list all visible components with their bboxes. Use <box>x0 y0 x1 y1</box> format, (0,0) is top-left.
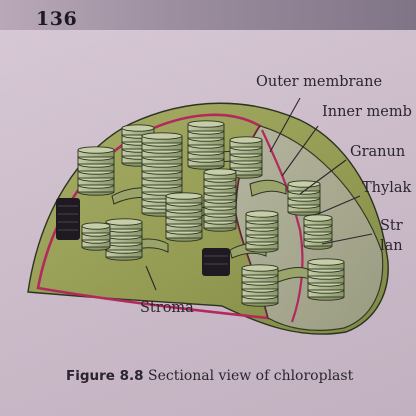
thylakoid-disc-top <box>303 214 333 222</box>
thylakoid-disc-top <box>77 146 115 154</box>
granum-stack <box>303 214 333 250</box>
cut-thylakoid-dark-2 <box>202 248 230 276</box>
caption-text: Sectional view of chloroplast <box>148 368 354 384</box>
label-thylakoid: Thylak <box>362 180 412 196</box>
thylakoid-disc-top <box>203 168 237 176</box>
leader-lines <box>145 97 373 291</box>
granum-stack <box>165 192 203 242</box>
thylakoid-disc-top <box>81 222 111 230</box>
thylakoid-disc-top <box>245 210 279 218</box>
inner-membrane-shape-right <box>261 129 304 323</box>
thylakoid-disc-top <box>105 218 143 226</box>
thylakoid-disc-top <box>121 124 155 132</box>
figure-caption: Figure 8.8 Sectional view of chloroplast <box>66 368 353 384</box>
page-number: 136 <box>36 8 78 30</box>
granum-stack <box>141 132 183 217</box>
caption-figure-number: Figure 8.8 <box>66 368 144 384</box>
thylakoid-disc-top <box>307 258 345 266</box>
granum-stack <box>307 258 345 301</box>
granum-stack <box>81 222 111 251</box>
grana-group <box>77 120 345 307</box>
label-stroma-lamellae-line2: lan <box>380 238 403 254</box>
granum-stack <box>187 120 225 170</box>
page-header-band <box>0 0 416 30</box>
label-stroma: Stroma <box>140 300 194 316</box>
label-stroma-lamellae-line1: Str <box>380 218 403 234</box>
thylakoid-disc-top <box>241 264 279 272</box>
granum-stack <box>241 264 279 307</box>
label-outer-membrane: Outer membrane <box>256 74 383 90</box>
thylakoid-disc-top <box>287 180 321 188</box>
granum-stack <box>245 210 279 253</box>
granum-stack <box>229 136 263 179</box>
thylakoid-disc-top <box>141 132 183 140</box>
thylakoid-disc-top <box>187 120 225 128</box>
granum-stack <box>77 146 115 196</box>
cut-thylakoid-dark-1 <box>56 198 80 240</box>
granum-stack <box>287 180 321 216</box>
label-inner-membrane: Inner memb <box>322 104 412 120</box>
thylakoid-disc-top <box>229 136 263 144</box>
granum-stack <box>105 218 143 261</box>
thylakoid-disc-top <box>165 192 203 200</box>
granum-stack <box>203 168 237 232</box>
label-granum: Granun <box>350 144 406 160</box>
